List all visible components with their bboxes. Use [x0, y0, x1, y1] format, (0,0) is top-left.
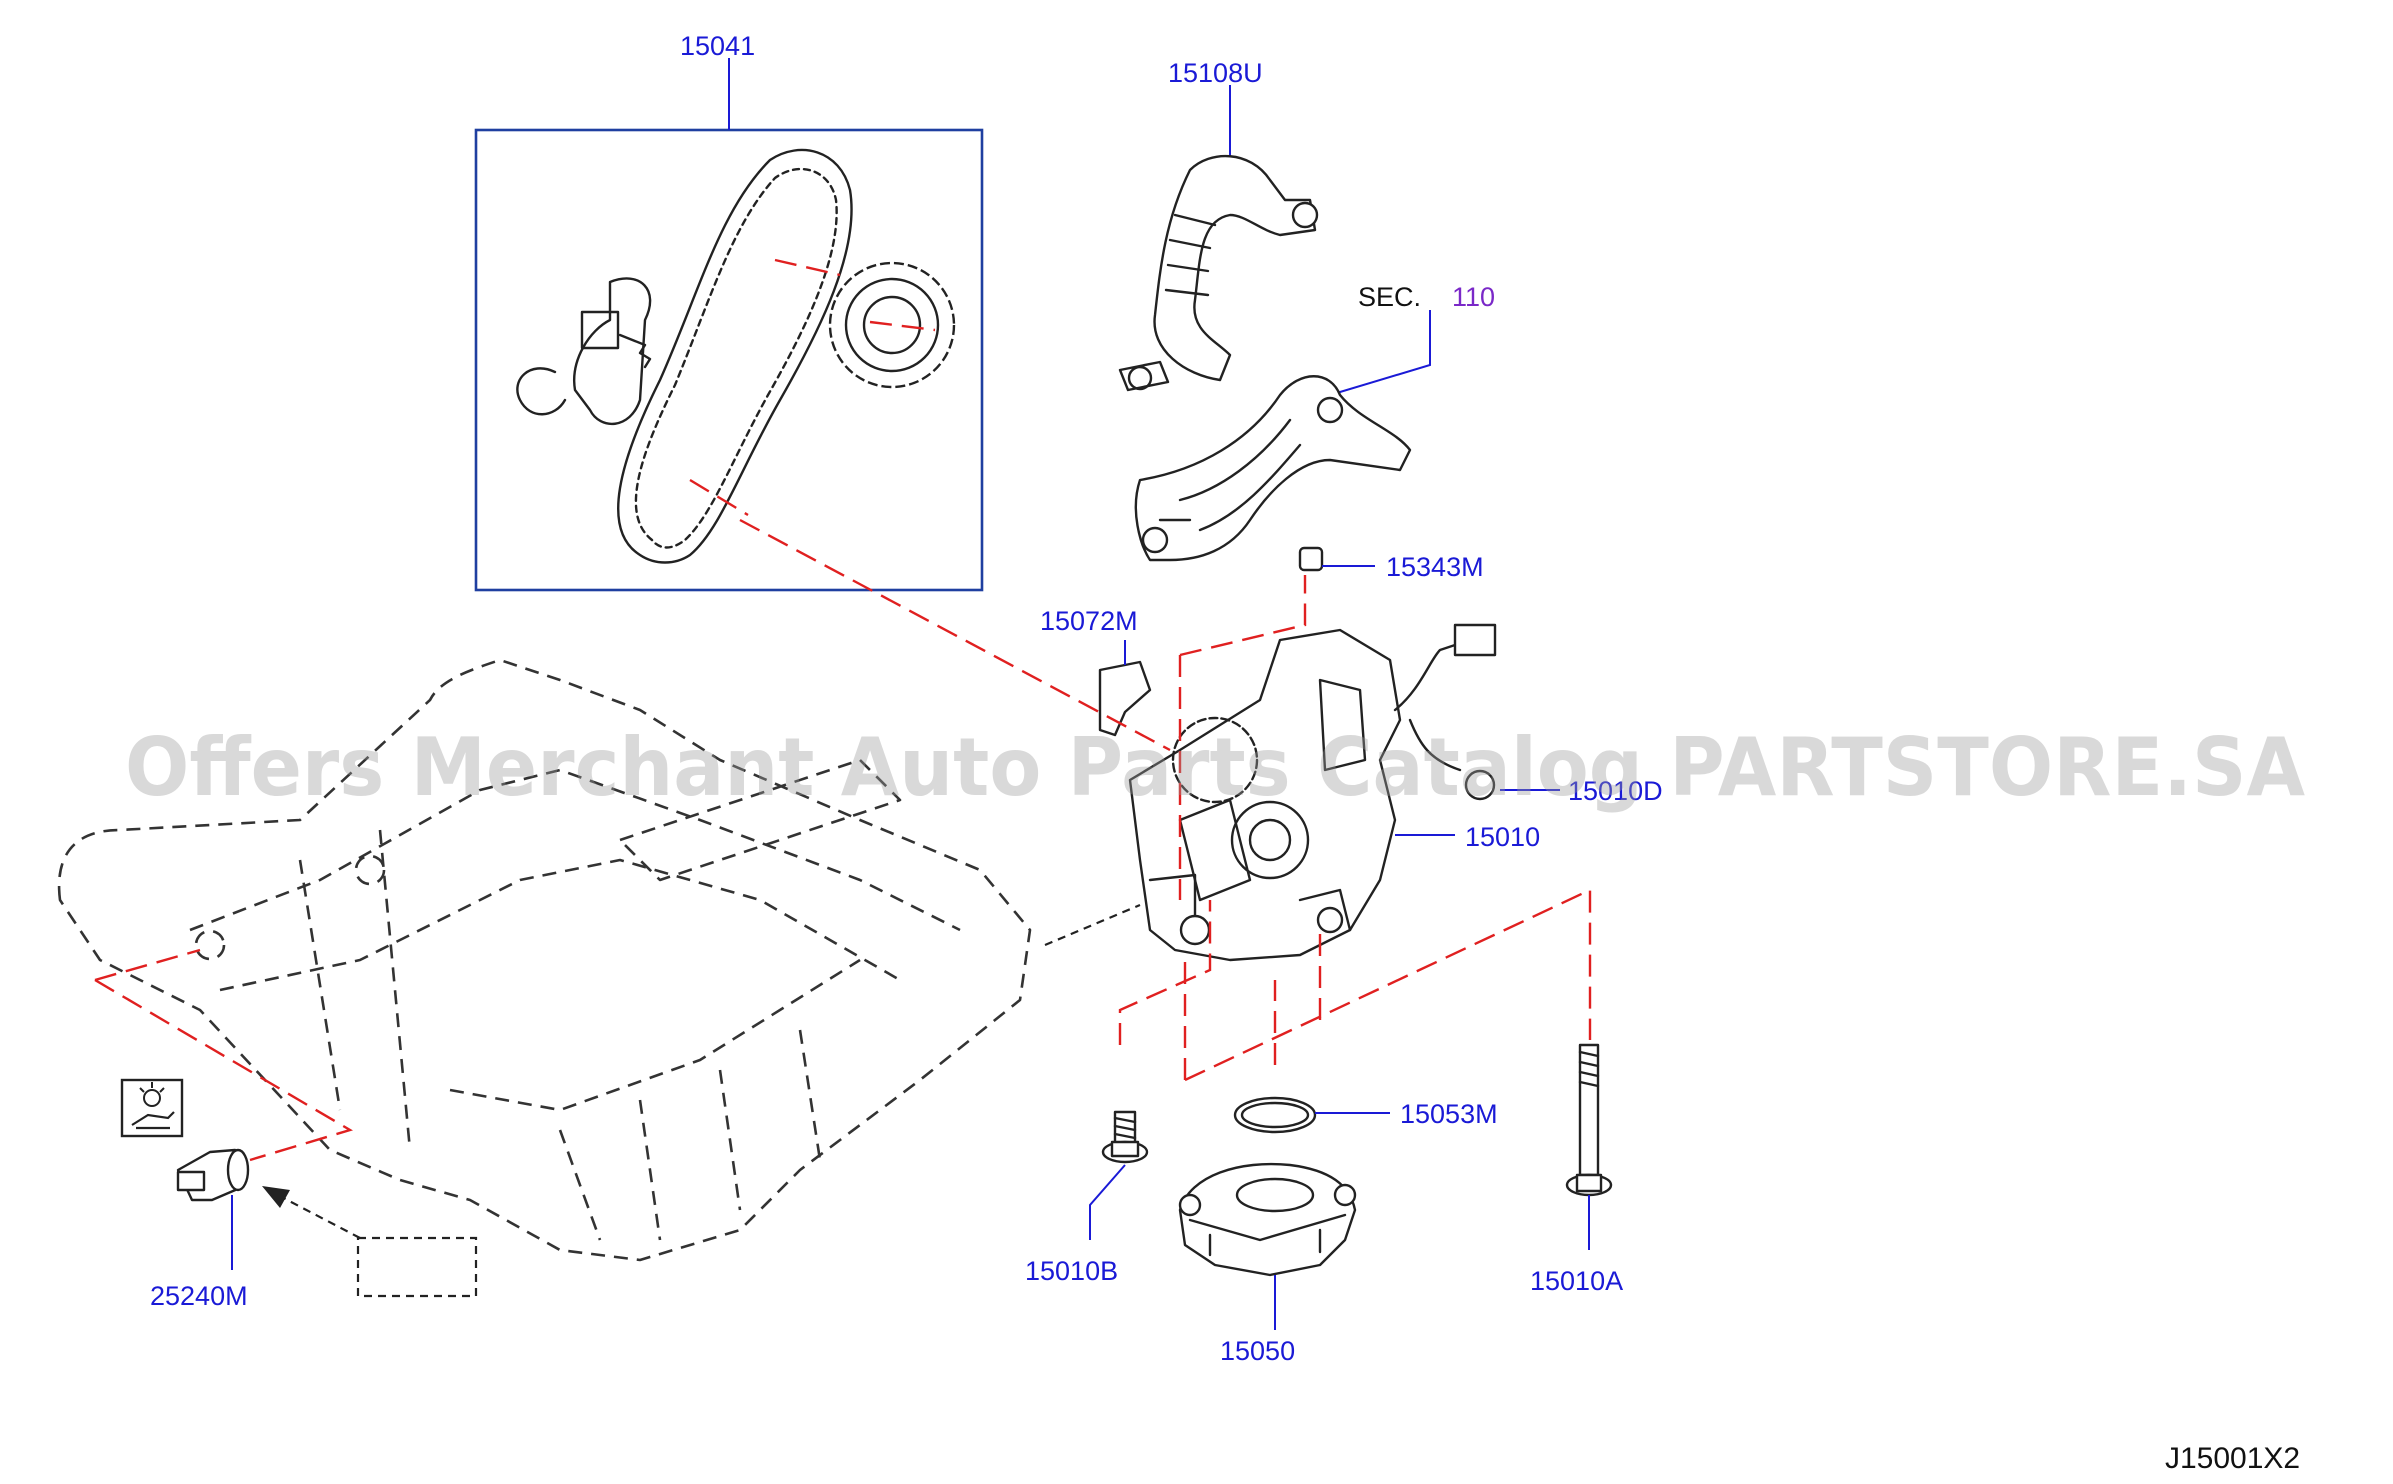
oil-pan-ghost	[57, 658, 1032, 1262]
part-label-15041: 15041	[680, 31, 755, 61]
oil-pump-assembly: 15010 15010D	[1128, 623, 1663, 962]
section-ref-number: 110	[1452, 282, 1495, 312]
part-label-25240M: 25240M	[150, 1281, 248, 1311]
chain-tensioner	[573, 277, 652, 425]
alignment-lines	[94, 518, 1592, 1162]
chain-kit-group: 15041	[474, 31, 984, 592]
oil-pressure-warning-icon	[120, 1078, 184, 1138]
crank-sprocket	[828, 261, 956, 389]
drawing-code: J15001X2	[2165, 1442, 2300, 1475]
part-label-15010D: 15010D	[1568, 776, 1663, 806]
o-ring: 15053M	[1233, 1096, 1498, 1134]
pcv-hose: 15108U	[1118, 58, 1319, 392]
part-label-15108U: 15108U	[1168, 58, 1263, 88]
short-bolt: 15010B	[1025, 1110, 1149, 1286]
dowel-pin: 15343M	[1298, 546, 1484, 582]
section-110-bracket: SEC. 110	[1134, 282, 1495, 562]
long-bolt: 15010A	[1530, 1043, 1623, 1296]
part-label-15010A: 15010A	[1530, 1266, 1623, 1296]
section-ref-prefix: SEC.	[1358, 282, 1421, 312]
part-label-15053M: 15053M	[1400, 1099, 1498, 1129]
part-label-15050: 15050	[1220, 1336, 1295, 1366]
oil-pressure-switch: 25240M	[120, 1078, 478, 1311]
oil-strainer: 15050	[1178, 1162, 1357, 1366]
part-label-15010: 15010	[1465, 822, 1540, 852]
watermark: Offers Merchant Auto Parts Catalog PARTS…	[125, 721, 2305, 814]
small-bracket: 15072M	[1040, 606, 1152, 737]
part-label-15072M: 15072M	[1040, 606, 1138, 636]
part-label-15010B: 15010B	[1025, 1256, 1118, 1286]
part-label-15343M: 15343M	[1386, 552, 1484, 582]
timing-chain	[617, 148, 853, 564]
tensioner-clip	[516, 367, 567, 416]
